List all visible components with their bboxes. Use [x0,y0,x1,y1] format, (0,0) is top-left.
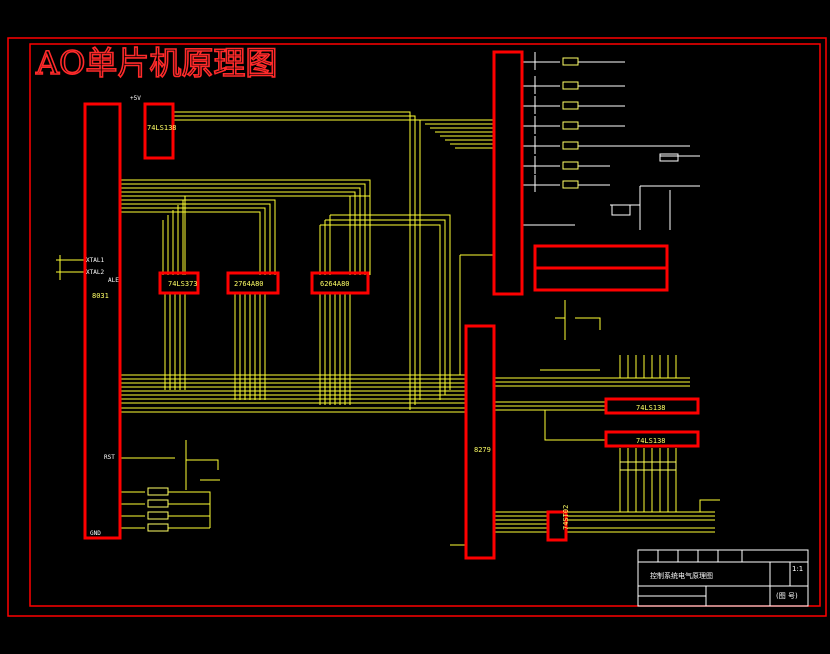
chip-74ls138-right-2: 74LS138 [604,430,700,448]
title-block-sheet: (图 号) [776,592,798,600]
chip-74st02-label: 74ST02 [562,505,570,530]
resistor-array [147,461,677,532]
chip-74st02: 74ST02 [546,505,570,542]
chip-74ls138-r1-label: 74LS138 [636,404,666,412]
chip-2764a80: 2764A80 [226,271,280,295]
gnd-pin-label: GND [90,530,101,537]
chip-74ls138-top-label: 74LS138 [147,124,177,132]
ale-pin-label: ALE [108,277,119,284]
chip-2764a80-label: 2764A80 [234,280,264,288]
title-block-name: 控制系统电气原理图 [650,571,713,580]
chip-8031-label: 8031 [92,292,109,300]
address-data-bus [56,111,720,546]
chip-right-mcu [492,50,524,296]
chip-8279-label: 8279 [474,446,491,454]
chip-74ls373-label: 74LS373 [168,280,198,288]
title-block: 控制系统电气原理图 1:1 (图 号) [637,549,809,607]
chip-8031: 8031 ALE GND XTAL1 XTAL2 RST [83,102,122,540]
rst-pin-label: RST [104,454,115,461]
chip-6264a80-label: 6264A80 [320,280,350,288]
title-block-scale: 1:1 [792,565,803,573]
outer-border [7,37,827,617]
xtal1-pin-label: XTAL1 [86,257,104,264]
inner-border [29,43,821,607]
display-module [533,244,669,292]
diagram-title: AO单片机原理图 [35,44,277,82]
chip-74ls138-r2-label: 74LS138 [636,437,666,445]
chip-74ls138-right-1: 74LS138 [604,397,700,415]
chip-8279: 8279 [464,324,496,560]
chip-74ls138-top: 74LS138 +5V [130,95,177,160]
vcc-label: +5V [130,95,141,102]
chip-6264a80: 6264A80 [310,271,370,295]
relay-output-network [522,52,700,230]
xtal2-pin-label: XTAL2 [86,269,104,276]
chip-74ls373: 74LS373 [158,271,200,295]
